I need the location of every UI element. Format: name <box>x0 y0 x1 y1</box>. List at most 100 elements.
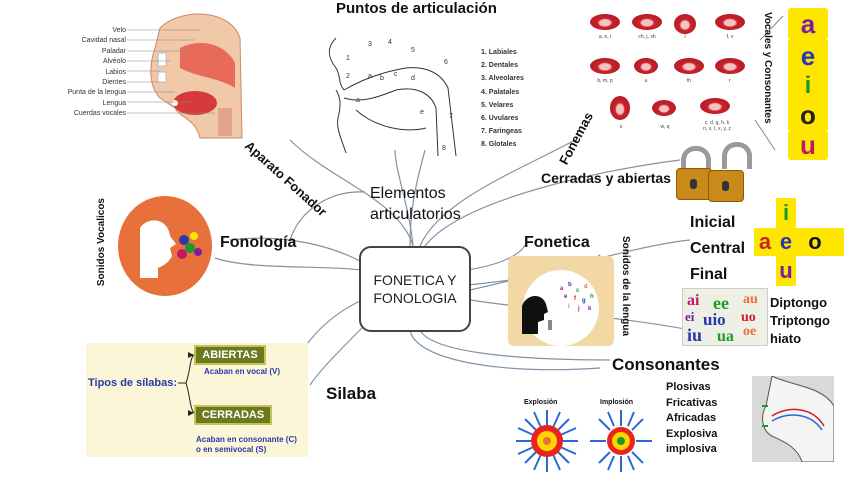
puntos-item: 1. Labiales <box>481 49 517 56</box>
mouth-label: f, v <box>726 34 734 40</box>
cross-vowel-u: u <box>776 256 796 286</box>
posicion-labels: Inicial Central Final <box>690 210 745 288</box>
cerradas-box: CERRADAS <box>194 405 272 425</box>
mouth-label: l <box>684 34 686 40</box>
svg-text:j: j <box>577 306 580 312</box>
svg-text:c: c <box>394 71 398 78</box>
svg-text:f: f <box>574 296 577 302</box>
central-topic-box: FONETICA Y FONOLOGIA <box>359 246 471 332</box>
central-topic-line2: FONOLOGIA <box>373 290 457 306</box>
vowel-letter: o <box>800 99 816 130</box>
vowel-tile-e: e <box>788 40 828 72</box>
cerradas-abiertas-label: Cerradas y abiertas <box>541 170 671 186</box>
silabas-panel: Tipos de sílabas: ABIERTAS Acaban en voc… <box>86 343 308 457</box>
vowel-letter: a <box>758 229 772 254</box>
svg-text:ei: ei <box>685 309 695 324</box>
elementos-articulatorios-label: Elementos articulatorios <box>370 183 461 225</box>
svg-text:uo: uo <box>741 310 756 325</box>
svg-text:1: 1 <box>346 55 350 62</box>
svg-text:a: a <box>560 286 564 292</box>
implosion-label: Implosión <box>600 399 634 406</box>
vowel-letter: o <box>808 229 832 254</box>
cross-vowel-e: e <box>776 228 796 256</box>
mouth-icon <box>610 96 630 120</box>
svg-text:5: 5 <box>411 47 415 54</box>
vocales-consonantes-label: Vocales y Consonantes <box>762 12 773 124</box>
fonologia-label: Fonología <box>220 234 297 251</box>
svg-text:k: k <box>588 306 592 312</box>
vowel-letter: e <box>779 229 793 254</box>
vowel-tile-o: o <box>788 100 828 130</box>
cerradas-desc1: Acaban en consonante (C) <box>196 435 297 444</box>
consonant-type: implosiva <box>666 443 717 455</box>
vowel-tile-u: u <box>788 130 828 160</box>
consonant-type: Africadas <box>666 412 717 424</box>
padlock-closed-icon <box>676 146 716 206</box>
mouth-label: c, d, g, h, k n, s, t, x, y, z <box>703 120 731 132</box>
vowel-letter: a <box>800 8 816 39</box>
cross-vowel-a: a <box>754 228 776 256</box>
svg-text:a: a <box>356 97 360 104</box>
svg-text:oe: oe <box>743 324 756 339</box>
svg-text:7: 7 <box>449 113 453 120</box>
mouth-label: th <box>686 78 692 84</box>
silaba-label: Silaba <box>326 384 377 403</box>
mouth-icon <box>715 58 745 74</box>
posicion-central: Central <box>690 240 746 257</box>
cerradas-desc2: o en semivocal (S) <box>196 445 267 454</box>
puntos-item: 4. Palatales <box>481 88 520 96</box>
mouth-label: w, q <box>660 124 670 130</box>
fonetica-label: Fonetica <box>524 234 590 251</box>
vowel-letter: u <box>800 129 816 160</box>
svg-text:iu: iu <box>687 325 702 345</box>
svg-text:i: i <box>568 304 570 310</box>
vowel-letter: i <box>804 72 812 99</box>
mouth-icon <box>715 14 745 30</box>
puntos-item: 7. Faringeas <box>481 128 522 136</box>
sonidos-vocalicos-label: Sonidos Vocalicos <box>96 198 107 287</box>
puntos-list: 1. Labiales 2. Dentales 3. Alveolares 4.… <box>481 46 524 152</box>
svg-text:ai: ai <box>687 292 700 309</box>
anatomy-head-image <box>140 8 252 140</box>
svg-text:b: b <box>568 282 572 288</box>
mouth-icon <box>634 58 658 74</box>
posicion-final: Final <box>690 266 728 283</box>
svg-text:2: 2 <box>346 73 350 80</box>
anatomy-label: Cavidad nasal <box>81 37 126 45</box>
mouth-shapes-panel: a, e, i ch, j, sh l f, v b, m, p u th r … <box>582 10 762 140</box>
mouth-icon <box>700 98 730 114</box>
hiato-label: hiato <box>770 331 802 346</box>
puntos-item: 5. Velares <box>481 101 514 109</box>
anatomy-labels: Velo Cavidad nasal Paladar Alvéolo Labio… <box>60 26 126 120</box>
puntos-item: 8. Glotales <box>481 141 517 149</box>
abiertas-desc: Acaban en vocal (V) <box>204 367 281 376</box>
puntos-item: 3. Alveolares <box>481 75 524 83</box>
vowel-tile-a: a <box>788 8 828 40</box>
mouth-label: r <box>729 78 731 84</box>
consonant-type: Fricativas <box>666 396 718 409</box>
central-topic-line1: FONETICA Y <box>373 272 457 288</box>
svg-text:ua: ua <box>717 328 734 345</box>
consonant-types-list: Plosivas Fricativas Africadas Explosiva … <box>666 380 717 458</box>
mouth-icon <box>674 14 696 34</box>
anatomy-label: Dientes <box>102 79 126 87</box>
diptongo-image: ai ee au ei uio uo iu ua oe <box>682 288 768 346</box>
silabas-arrows <box>178 352 195 416</box>
mouth-label: a, e, i <box>598 34 612 40</box>
vowel-letter: i <box>782 200 790 225</box>
mouth-icon <box>590 58 620 74</box>
consonant-type: Explosiva <box>666 427 718 440</box>
svg-text:3: 3 <box>368 41 372 48</box>
mouth-icon <box>632 14 662 30</box>
vowel-letter: u <box>779 258 793 283</box>
mouth-label: ch, j, sh <box>638 34 656 40</box>
elementos-line1: Elementos <box>370 185 446 202</box>
tongue-profile-image <box>752 376 834 462</box>
puntos-title: Puntos de articulación <box>336 0 497 17</box>
mouth-label: o <box>619 124 623 130</box>
svg-text:6: 6 <box>444 59 448 66</box>
svg-text:ee: ee <box>713 293 729 313</box>
svg-text:b: b <box>380 75 384 82</box>
svg-text:c: c <box>576 288 580 294</box>
